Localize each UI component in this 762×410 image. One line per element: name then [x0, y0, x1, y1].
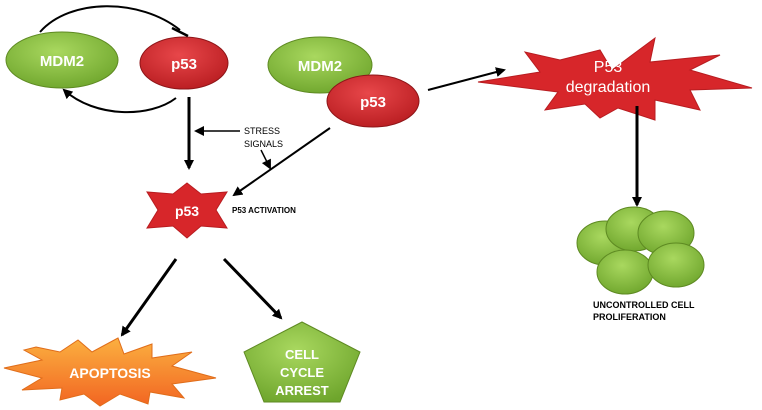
- cell-cycle-arrest-node: [243, 321, 361, 403]
- arrow-complex-to-degradation: [427, 67, 506, 91]
- uncontrolled-proliferation-label-line2: PROLIFERATION: [593, 312, 666, 322]
- uncontrolled-proliferation-label-line1: UNCONTROLLED CELL: [593, 300, 695, 310]
- p53-active-label: p53: [175, 203, 199, 219]
- p53-right-node: [326, 74, 420, 128]
- apoptosis-label: APOPTOSIS: [69, 365, 150, 381]
- cell-cycle-arrest-label-line3: ARREST: [275, 383, 329, 398]
- inhibition-bar: [171, 26, 189, 38]
- cell-circle: [647, 242, 705, 288]
- p53-degradation-node: [477, 36, 753, 121]
- p53-left-node: [139, 36, 229, 90]
- arrow-complex-to-activation: [232, 127, 331, 197]
- inhibition-arc-mdm2-p53: [39, 5, 181, 33]
- apoptosis-node: [3, 337, 217, 407]
- cell-cycle-arrest-label-line1: CELL: [285, 347, 319, 362]
- mdm2-right-label: MDM2: [298, 58, 342, 75]
- p53-activation-label: P53 ACTIVATION: [232, 206, 296, 215]
- stress-signals-label-line1: STRESS: [244, 126, 280, 136]
- arrow-activation-to-apoptosis: [120, 258, 178, 337]
- arrow-stress-signals-down: [260, 149, 271, 170]
- p53-active-node: [146, 182, 228, 239]
- proliferating-cells-cluster: [576, 206, 705, 295]
- p53-left-label: p53: [171, 56, 197, 73]
- cell-cycle-arrest-label-line2: CYCLE: [280, 365, 324, 380]
- mdm2-right-node: [267, 36, 373, 94]
- mdm2-left-node: [5, 31, 119, 89]
- activation-arc-p53-mdm2: [62, 88, 177, 114]
- stress-signals-label-line2: SIGNALS: [244, 139, 283, 149]
- p53-degradation-label-line1: P53: [594, 59, 623, 76]
- cell-circle: [596, 249, 654, 295]
- p53-degradation-label-line2: degradation: [566, 79, 651, 96]
- arrow-activation-to-cell-cycle-arrest: [222, 257, 283, 320]
- mdm2-left-label: MDM2: [40, 53, 84, 70]
- p53-right-label: p53: [360, 94, 386, 111]
